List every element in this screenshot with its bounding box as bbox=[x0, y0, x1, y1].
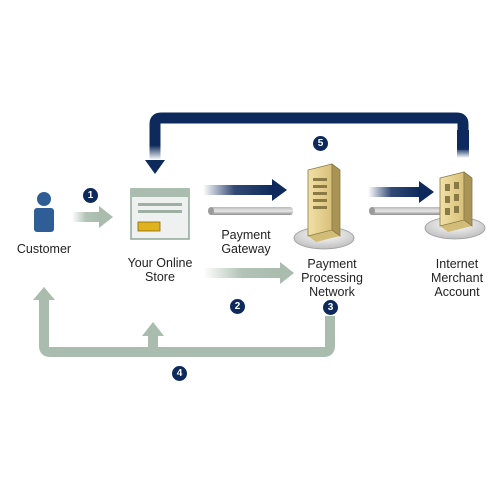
step-badge-4: 4 bbox=[172, 366, 187, 381]
store-label: Your Online Store bbox=[127, 256, 193, 284]
arrow-step-4 bbox=[33, 287, 335, 357]
server-tower-icon bbox=[293, 163, 355, 250]
step-badge-1: 1 bbox=[83, 188, 98, 203]
network-label: Payment Processing Network bbox=[301, 257, 363, 299]
arrow-step-1 bbox=[72, 206, 113, 228]
step-badge-2: 2 bbox=[230, 299, 245, 314]
arrow-step-5-tail bbox=[457, 130, 469, 158]
customer-label: Customer bbox=[16, 242, 72, 256]
merchant-pipe bbox=[369, 207, 448, 215]
person-icon bbox=[34, 192, 54, 232]
step-badge-3: 3 bbox=[323, 300, 338, 315]
step-badge-5: 5 bbox=[313, 136, 328, 151]
arrow-network-to-merchant bbox=[368, 181, 434, 203]
gateway-pipe bbox=[208, 207, 293, 215]
building-tower-icon bbox=[424, 171, 486, 240]
arrow-step-5 bbox=[145, 112, 469, 174]
web-page-icon bbox=[130, 188, 190, 240]
arrow-store-to-gateway bbox=[203, 179, 287, 201]
merchant-label: Internet Merchant Account bbox=[430, 257, 484, 299]
gateway-label: Payment Gateway bbox=[221, 228, 271, 256]
arrow-step-2 bbox=[203, 262, 294, 284]
